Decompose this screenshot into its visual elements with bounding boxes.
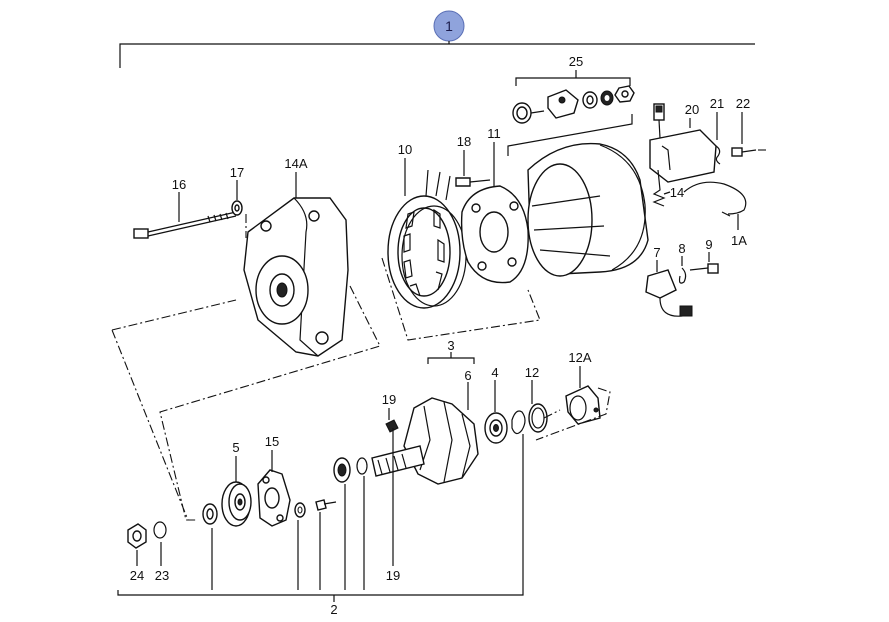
part-19-woodruff-key — [385, 419, 399, 433]
part-25-top-bracket — [515, 77, 631, 86]
label-part-14A: 14A — [284, 156, 307, 171]
label-part-9: 9 — [705, 237, 712, 252]
label-part-15: 15 — [265, 434, 279, 449]
part-12A-cap — [565, 385, 601, 425]
rectifier-plate — [460, 185, 529, 284]
label-part-6: 6 — [464, 368, 471, 383]
part-18-screw — [455, 177, 491, 187]
part-10-stator — [387, 169, 467, 309]
bottom-assembly-bracket — [117, 590, 524, 596]
part-14-leader — [663, 191, 671, 195]
part-7-capacitor — [645, 269, 693, 317]
part-21-spring-clip — [715, 145, 721, 165]
part-12A-axis — [535, 387, 611, 441]
label-part-25: 25 — [569, 54, 583, 69]
front-washer — [202, 503, 218, 525]
assembly-badge[interactable]: 1 — [433, 10, 465, 42]
part-1A-wire — [683, 181, 747, 217]
label-part-4: 4 — [491, 365, 498, 380]
part-20-voltage-regulator — [649, 103, 717, 207]
label-part-1A: 1A — [731, 233, 747, 248]
bottom-leaders — [136, 428, 524, 590]
part-25-bracket — [507, 114, 633, 156]
top-assembly-bracket — [119, 43, 755, 68]
plate-screw — [294, 499, 337, 518]
part-5-bearing — [221, 481, 252, 527]
bearing-axis — [543, 409, 561, 419]
part-8-washer — [678, 267, 687, 284]
label-part-24: 24 — [130, 568, 144, 583]
part-24-nut — [127, 523, 147, 549]
part-17-washer — [231, 200, 243, 216]
label-part-5: 5 — [232, 440, 239, 455]
front-circlip — [356, 457, 368, 475]
label-part-20: 20 — [685, 102, 699, 117]
label-part-17: 17 — [230, 165, 244, 180]
part-11-slip-ring-housing — [527, 142, 649, 277]
part-4-bearing — [484, 412, 508, 444]
label-part-10: 10 — [398, 142, 412, 157]
label-part-19-bottom: 19 — [386, 568, 400, 583]
part-16-through-bolt — [133, 211, 237, 239]
label-part-16: 16 — [172, 177, 186, 192]
label-part-23: 23 — [155, 568, 169, 583]
part-9-screw — [689, 263, 719, 274]
label-part-7: 7 — [653, 245, 660, 260]
label-part-8: 8 — [678, 241, 685, 256]
wave-washer — [511, 410, 526, 435]
label-part-2: 2 — [330, 602, 337, 617]
label-part-11: 11 — [487, 126, 501, 141]
label-part-18: 18 — [457, 134, 471, 149]
part-25-components — [512, 85, 635, 124]
part-23-spring-washer — [153, 521, 167, 539]
label-part-21: 21 — [710, 96, 724, 111]
part-12-ring — [528, 403, 548, 433]
label-part-22: 22 — [736, 96, 750, 111]
badge-label: 1 — [445, 18, 453, 34]
label-part-12: 12 — [525, 365, 539, 380]
part-3-bracket — [427, 357, 475, 364]
label-part-19-top: 19 — [382, 392, 396, 407]
front-spacer — [333, 457, 351, 483]
label-part-12A: 12A — [568, 350, 591, 365]
label-part-3: 3 — [447, 338, 454, 353]
label-part-14: 14 — [670, 185, 684, 200]
part-22-screw — [731, 147, 757, 157]
part-14A-drive-end-housing — [243, 197, 349, 357]
part-15-retaining-plate — [257, 469, 291, 527]
part-3-rotor — [371, 397, 479, 485]
housing-envelope — [111, 285, 381, 521]
